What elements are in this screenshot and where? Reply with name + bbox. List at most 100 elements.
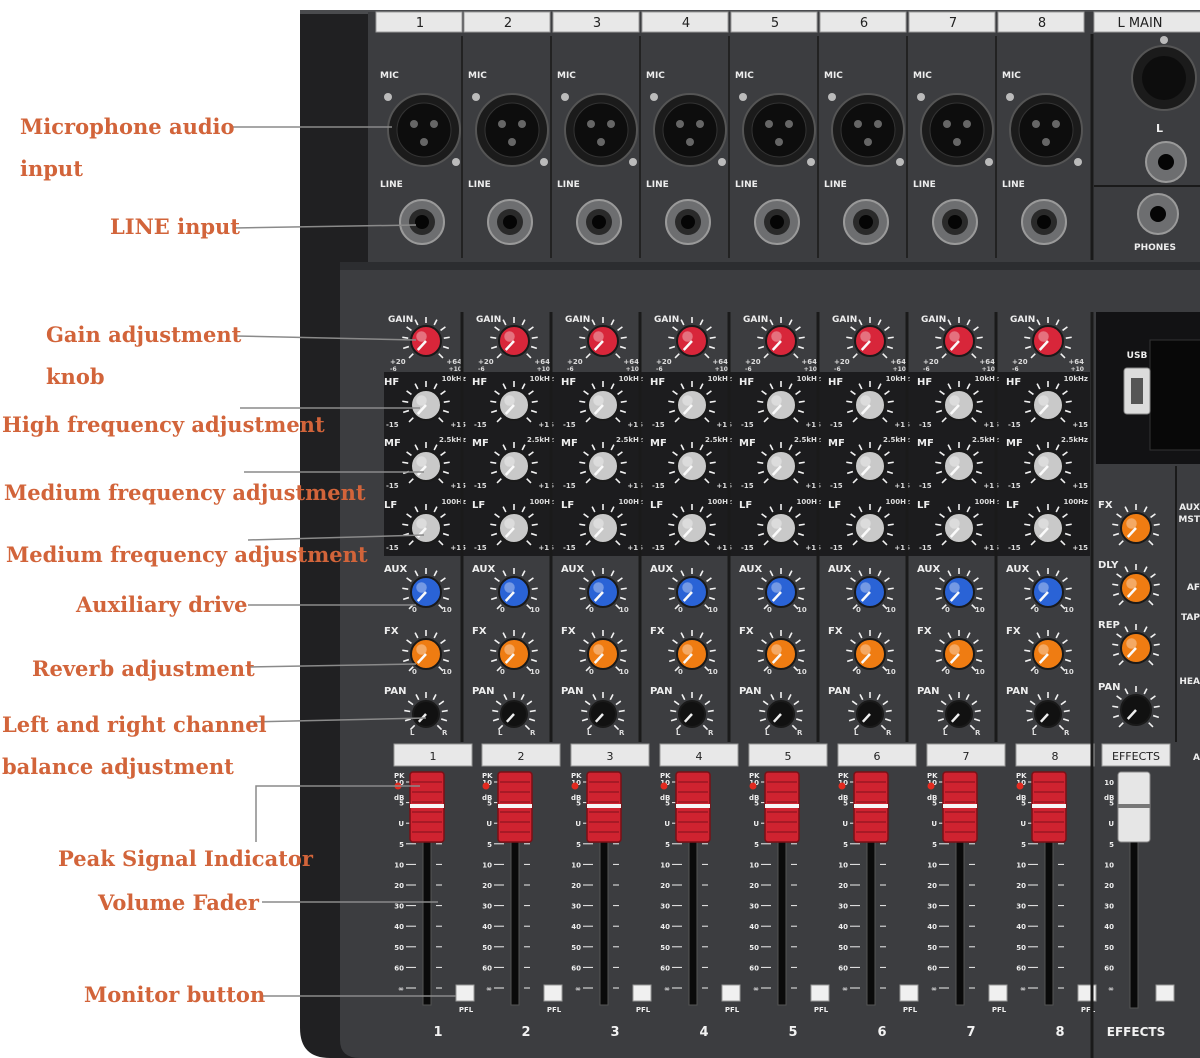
knob-highlight <box>771 331 782 342</box>
knob-tick <box>788 570 793 577</box>
hf-high-label: +15 <box>805 421 821 429</box>
strip-label-tab-1 <box>393 743 473 767</box>
knob-tick <box>1065 461 1072 464</box>
knob-tick <box>672 390 678 396</box>
knob-tick <box>1036 319 1041 326</box>
knob-pointer <box>1038 340 1049 351</box>
knob-tick <box>848 718 856 722</box>
knob-tick <box>935 400 942 403</box>
aux-high-label: 10 <box>708 606 718 614</box>
knob-tick <box>858 506 863 513</box>
knob-tick <box>620 400 627 403</box>
xlr-pin <box>1042 138 1050 146</box>
knob-tick <box>1150 573 1156 579</box>
gain-low-label: +20 <box>656 358 672 366</box>
knob-tick <box>674 478 680 484</box>
knob-tick <box>886 470 894 475</box>
fx-low-label: 0 <box>589 668 594 676</box>
knob-tick <box>526 478 532 484</box>
knob-tick <box>793 353 799 359</box>
aux-low-label: 0 <box>500 606 505 614</box>
fader-scale-label: 30 <box>660 903 670 911</box>
knob-tick <box>757 532 765 537</box>
knob-tick <box>1143 506 1148 513</box>
effects-label-top: EFFECTS <box>1112 750 1160 763</box>
knob-tick <box>769 506 774 513</box>
knob-tick <box>1148 660 1154 666</box>
knob-tick <box>1065 523 1072 526</box>
xlr-pin <box>498 120 506 128</box>
fader-scale-label: 10 <box>571 861 581 869</box>
knob-pointer <box>416 591 427 602</box>
knob-tick <box>971 666 977 672</box>
knob-tick <box>882 700 889 706</box>
knob-tick <box>668 596 676 601</box>
knob-tick <box>530 470 538 475</box>
knob-tick <box>672 451 678 457</box>
fader-scale-label: 20 <box>927 882 937 890</box>
knob-tick <box>935 532 943 537</box>
knob-tick <box>1024 523 1031 526</box>
usb-label: USB <box>1127 351 1148 361</box>
aux-label-6: AUX <box>828 564 852 575</box>
knob-pointer <box>504 465 515 476</box>
knob-highlight <box>1038 331 1049 342</box>
lf-freq-label: 100Hz <box>974 498 999 506</box>
callout-mic-line-2: input <box>20 156 83 181</box>
knob-tick <box>581 709 588 713</box>
gain-high2-label: +10 <box>626 366 639 373</box>
knob-tick <box>702 724 709 731</box>
knob-tick <box>1153 583 1160 586</box>
knob-tick <box>441 709 448 713</box>
knob-highlight <box>416 395 427 406</box>
knob-tick <box>769 444 774 451</box>
knob-tick <box>438 666 444 672</box>
knob-tick <box>585 417 591 423</box>
knob-highlight <box>504 395 515 406</box>
knob-tick <box>763 478 769 484</box>
xlr-pin <box>785 120 793 128</box>
knob-tick <box>408 353 414 359</box>
knob-pointer <box>682 404 693 415</box>
strip-bottom-number-3: 3 <box>610 1025 619 1040</box>
knob-tick <box>585 666 591 672</box>
lf-high-label: +15 <box>716 544 732 552</box>
knob-tick <box>1028 639 1034 645</box>
pfl-button-3 <box>632 984 652 1002</box>
fader-scale-label: 5 <box>665 800 670 808</box>
db-label: dB <box>571 794 581 802</box>
gain-high-label: +64 <box>801 358 817 366</box>
xlr-inner <box>929 102 985 158</box>
lf-high-label: +15 <box>894 544 910 552</box>
knob-tick <box>846 587 853 590</box>
pan-high-label: R <box>530 729 536 737</box>
knob-tick <box>704 478 710 484</box>
knob-tick <box>769 319 774 326</box>
fader-scale-label: 5 <box>932 841 937 849</box>
knob-tick <box>579 461 586 464</box>
strip-bottom-number-5: 5 <box>788 1025 797 1040</box>
aux-high-label: 10 <box>530 606 540 614</box>
knob-tick <box>795 390 801 396</box>
mf-low-label: -15 <box>1008 482 1021 490</box>
knob-tick <box>937 709 944 713</box>
knob-tick <box>1064 345 1072 350</box>
knob-tick <box>966 383 971 390</box>
fader-scale-label: 5 <box>665 841 670 849</box>
knob-tick <box>443 400 450 403</box>
knob-tick <box>442 409 450 414</box>
knob-highlight <box>504 518 515 529</box>
knob-tick <box>941 604 947 610</box>
mf-high-label: +15 <box>983 482 999 490</box>
knob-tick <box>941 417 947 423</box>
fader-scale-label: 10 <box>394 861 404 869</box>
knob-tick <box>436 724 443 731</box>
knob-tick <box>935 596 943 601</box>
knob-tick <box>975 596 983 601</box>
knob-tick <box>935 658 943 663</box>
knob-tick <box>877 570 882 577</box>
knob-tick <box>402 658 410 663</box>
fader-scale-label: 40 <box>660 923 670 931</box>
knob-tick <box>939 577 945 583</box>
knob-tick <box>973 513 979 519</box>
